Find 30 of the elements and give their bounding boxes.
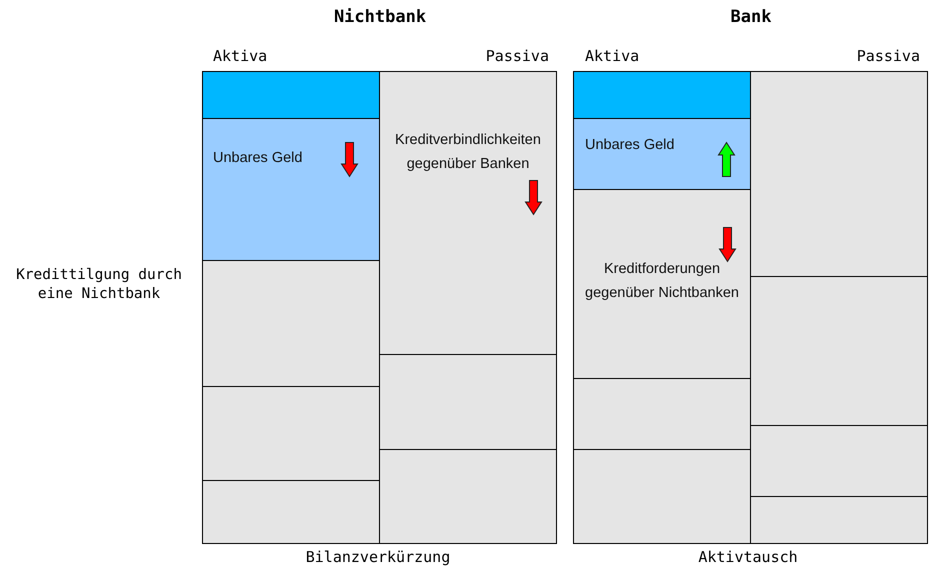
column-header: Passiva xyxy=(856,47,920,65)
column-header: Aktiva xyxy=(213,47,268,65)
balance-sheet-item xyxy=(202,260,380,387)
result-caption: Bilanzverkürzung xyxy=(306,548,450,566)
balance-sheet-item xyxy=(202,71,380,119)
balance-sheet-item xyxy=(750,71,928,277)
sheet-title: Nichtbank xyxy=(334,7,426,27)
balance-sheet-item xyxy=(379,449,557,544)
item-label: Kreditverbindlichkeiten gegenüber Banken xyxy=(394,131,542,174)
column-header: Passiva xyxy=(486,47,549,65)
result-caption: Aktivtausch xyxy=(698,548,798,566)
balance-sheet-item xyxy=(573,71,751,119)
balance-sheet-item xyxy=(379,71,557,355)
balance-sheet-item xyxy=(573,378,751,450)
balance-sheet-item xyxy=(750,496,928,544)
item-label: Kreditforderungen gegenüber Nichtbanken xyxy=(584,260,740,303)
balance-sheet-item xyxy=(573,189,751,379)
balance-sheet-item xyxy=(573,449,751,544)
sheet-title: Bank xyxy=(730,7,772,27)
scenario-label: Kredittilgung durch eine Nichtbank xyxy=(15,266,183,304)
balance-sheet-item xyxy=(202,118,380,261)
balance-sheet-item xyxy=(379,354,557,450)
balance-sheet-item xyxy=(573,118,751,190)
balance-sheet-item xyxy=(750,425,928,497)
balance-sheet-item xyxy=(202,480,380,544)
balance-sheet-item xyxy=(202,386,380,481)
item-label: Unbares Geld xyxy=(213,149,302,168)
column-header: Aktiva xyxy=(585,47,640,65)
item-label: Unbares Geld xyxy=(585,136,674,155)
balance-sheet-item xyxy=(750,276,928,426)
